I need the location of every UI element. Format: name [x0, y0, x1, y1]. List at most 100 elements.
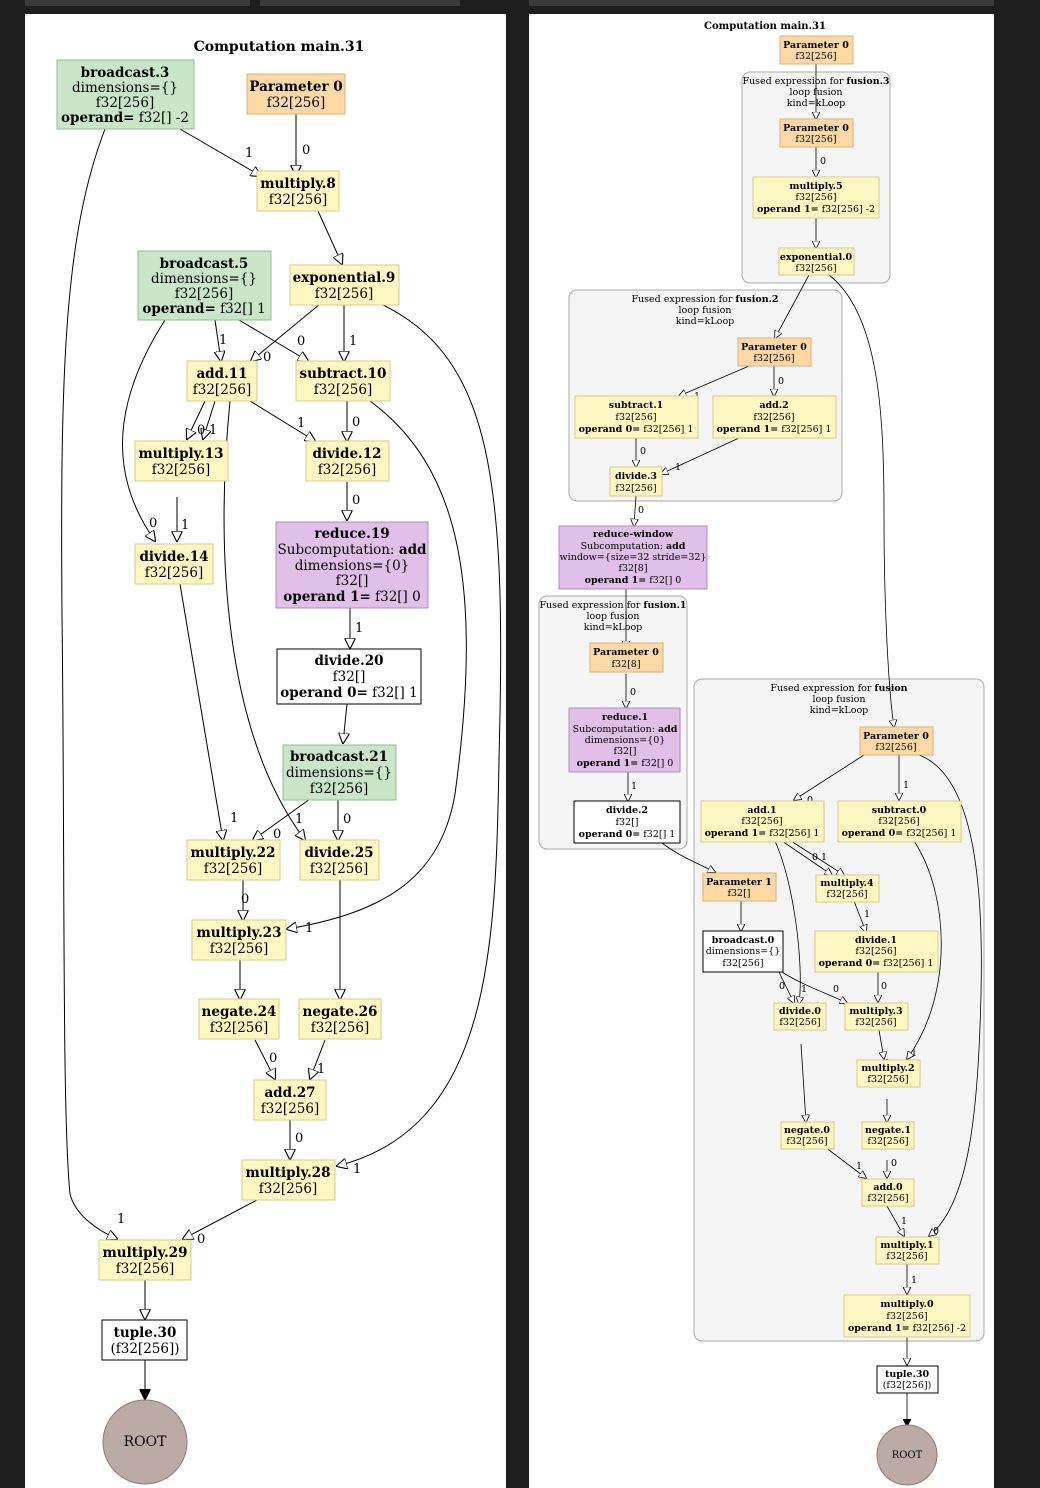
left-edges — [61, 114, 502, 1399]
node-root[interactable]: ROOT — [102, 1399, 188, 1485]
cluster-fusion: Fused expression for fusion loop fusion … — [693, 678, 985, 1342]
edge-label: 1 — [245, 146, 253, 161]
node-add-2[interactable]: add.2 f32[256] operand 1= f32[256] 1 — [712, 395, 837, 439]
node-multiply-1[interactable]: multiply.1 f32[256] — [875, 1236, 940, 1265]
node-multiply-4[interactable]: multiply.4 f32[256] — [815, 874, 880, 903]
node-detail: dimensions={} — [706, 946, 781, 957]
node-fusion2-parameter-0[interactable]: Parameter 0 f32[256] — [737, 337, 812, 367]
edge-label: 1 — [355, 621, 363, 636]
node-name: multiply.23 — [197, 925, 282, 941]
node-multiply-5[interactable]: multiply.5 f32[256] operand 1= f32[256] … — [752, 176, 880, 219]
edge — [661, 437, 740, 474]
node-add-1[interactable]: add.1 f32[256] operand 1= f32[256] 1 — [700, 800, 825, 843]
node-tuple-30[interactable]: tuple.30 (f32[256]) — [101, 1319, 188, 1361]
node-root[interactable]: ROOT — [876, 1424, 938, 1486]
node-name: divide.14 — [139, 549, 208, 565]
edge-label: 0 — [778, 376, 784, 387]
node-shape: f32[256] — [826, 889, 867, 900]
node-shape: f32[256] — [267, 95, 325, 111]
node-shape: f32[256] — [855, 1017, 896, 1028]
node-shape: (f32[256]) — [110, 1341, 179, 1357]
edge-label: 1 — [821, 852, 827, 863]
right-graph-panel: Computation main.31 Fused expression for… — [529, 14, 994, 1488]
node-name: add.11 — [196, 366, 247, 382]
edge-label: 0 — [295, 1131, 303, 1146]
edge-label: 1 — [219, 333, 227, 348]
node-exponential-0[interactable]: exponential.0 f32[256] — [778, 247, 855, 276]
node-multiply-2[interactable]: multiply.2 f32[256] — [856, 1059, 921, 1088]
node-operand: operand 1= f32[] 0 — [577, 758, 674, 769]
node-negate-0[interactable]: negate.0 f32[256] — [780, 1121, 835, 1150]
node-name: broadcast.21 — [290, 749, 388, 765]
node-name: Parameter 0 — [783, 123, 849, 134]
node-add-11[interactable]: add.11 f32[256] — [186, 360, 258, 402]
node-divide-20[interactable]: divide.20 f32[] operand 0= f32[] 1 — [276, 648, 422, 705]
left-graph-panel: Computation main.31 — [25, 14, 506, 1488]
node-negate-26[interactable]: negate.26 f32[256] — [298, 998, 382, 1040]
node-multiply-23[interactable]: multiply.23 f32[256] — [191, 919, 287, 961]
edge-label: 1 — [911, 1048, 917, 1059]
node-shape: f32[256] — [753, 353, 794, 364]
node-detail: dimensions={0} — [295, 558, 410, 574]
node-subtract-1[interactable]: subtract.1 f32[256] operand 0= f32[256] … — [574, 395, 699, 439]
node-exponential-9[interactable]: exponential.9 f32[256] — [289, 264, 400, 306]
edge-label: 0 — [881, 981, 887, 992]
edge-label: 1 — [181, 518, 189, 533]
node-reduce-1[interactable]: reduce.1 Subcomputation: add dimensions=… — [568, 707, 681, 773]
node-subtract-0[interactable]: subtract.0 f32[256] operand 0= f32[256] … — [837, 800, 962, 843]
node-reduce-19[interactable]: reduce.19 Subcomputation: add dimensions… — [275, 521, 429, 609]
node-divide-25[interactable]: divide.25 f32[256] — [299, 839, 380, 881]
edge — [679, 365, 750, 396]
node-name: Parameter 0 — [783, 40, 849, 51]
node-divide-3[interactable]: divide.3 f32[256] — [609, 466, 663, 497]
node-multiply-22[interactable]: multiply.22 f32[256] — [186, 839, 281, 881]
node-multiply-29[interactable]: multiply.29 f32[256] — [98, 1239, 192, 1281]
node-add-0[interactable]: add.0 f32[256] — [861, 1178, 915, 1207]
node-name: Parameter 0 — [863, 731, 929, 742]
node-broadcast-5[interactable]: broadcast.5 dimensions={} f32[256] opera… — [137, 250, 272, 321]
node-tuple-30[interactable]: tuple.30 (f32[256]) — [876, 1365, 939, 1394]
node-broadcast-3[interactable]: broadcast.3 dimensions={} f32[256] opera… — [56, 59, 195, 130]
node-subtract-10[interactable]: subtract.10 f32[256] — [295, 360, 391, 402]
node-divide-0[interactable]: divide.0 f32[256] — [773, 1002, 827, 1031]
node-multiply-8[interactable]: multiply.8 f32[256] — [256, 170, 340, 212]
tab-3[interactable] — [529, 0, 994, 6]
node-multiply-28[interactable]: multiply.28 f32[256] — [241, 1159, 336, 1201]
node-parameter-0-top[interactable]: Parameter 0 f32[256] — [779, 35, 854, 65]
node-multiply-13[interactable]: multiply.13 f32[256] — [134, 440, 229, 482]
edge — [824, 1146, 866, 1178]
node-reduce-window[interactable]: reduce-window Subcomputation: add window… — [558, 525, 708, 590]
node-divide-1[interactable]: divide.1 f32[256] operand 0= f32[256] 1 — [814, 930, 939, 973]
node-multiply-3[interactable]: multiply.3 f32[256] — [844, 1002, 909, 1031]
node-name: multiply.1 — [880, 1240, 933, 1251]
node-divide-14[interactable]: divide.14 f32[256] — [134, 543, 214, 585]
node-parameter-0[interactable]: Parameter 0 f32[256] — [246, 73, 346, 115]
edge-label: 0 — [149, 516, 157, 531]
node-fusion-parameter-0[interactable]: Parameter 0 f32[256] — [859, 726, 934, 756]
cluster-title: Fused expression for fusion — [770, 683, 907, 694]
node-parameter-1[interactable]: Parameter 1 f32[] — [702, 872, 777, 902]
edge-label: 0 — [241, 892, 249, 907]
node-fusion1-parameter-0[interactable]: Parameter 0 f32[8] — [589, 642, 664, 673]
node-negate-1[interactable]: negate.1 f32[256] — [861, 1121, 915, 1150]
node-divide-2[interactable]: divide.2 f32[] operand 0= f32[] 1 — [573, 800, 681, 844]
node-fusion3-parameter-0[interactable]: Parameter 0 f32[256] — [779, 118, 854, 148]
node-shape: f32[256] — [145, 565, 203, 581]
node-multiply-0[interactable]: multiply.0 f32[256] operand 1= f32[256] … — [843, 1294, 971, 1338]
edge — [317, 210, 342, 264]
edge-label: 1 — [901, 1216, 907, 1227]
cluster-type: loop fusion — [679, 305, 732, 316]
node-broadcast-21[interactable]: broadcast.21 dimensions={} f32[256] — [282, 744, 397, 801]
tab-1[interactable] — [25, 0, 250, 6]
node-name: multiply.29 — [103, 1245, 188, 1261]
node-shape: f32[256] — [753, 412, 794, 423]
edge-label: 1 — [209, 423, 217, 438]
node-negate-24[interactable]: negate.24 f32[256] — [198, 998, 280, 1040]
node-broadcast-0[interactable]: broadcast.0 dimensions={} f32[256] — [702, 930, 784, 973]
node-divide-12[interactable]: divide.12 f32[256] — [305, 440, 390, 482]
node-name: multiply.5 — [789, 181, 842, 192]
node-add-27[interactable]: add.27 f32[256] — [253, 1079, 327, 1121]
node-name: broadcast.3 — [81, 65, 170, 81]
tab-2[interactable] — [260, 0, 460, 6]
node-operand: operand 1= f32[256] 1 — [717, 424, 832, 435]
